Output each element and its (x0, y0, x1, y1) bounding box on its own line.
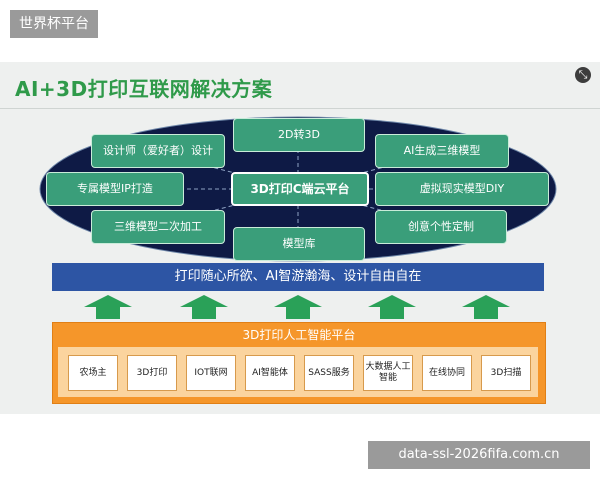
platform-items: 农场主 3D打印 IOT联网 AI智能体 SASS服务 大数据人工智能 在线协同… (58, 347, 538, 397)
domain-tag: data-ssl-2026fifa.com.cn (368, 441, 590, 469)
module-custom: 创意个性定制 (375, 210, 507, 244)
diagram-title: AI+3D打印互联网解决方案 (15, 77, 273, 101)
slogan-banner: 打印随心所欲、AI智游瀚海、设计自由自在 (52, 263, 544, 291)
title-divider (0, 108, 600, 109)
up-arrow-icon (368, 295, 416, 319)
solution-diagram: AI+3D打印互联网解决方案 ⤡ 2D转3D AI生成三维模型 设计师（爱好者）… (0, 62, 600, 414)
module-vr-diy: 虚拟现实模型DIY (375, 172, 549, 206)
site-tag: 世界杯平台 (10, 10, 98, 38)
module-ai-3d-model: AI生成三维模型 (375, 134, 509, 168)
module-2d-to-3d: 2D转3D (233, 118, 365, 152)
platform-item-3d-print: 3D打印 (127, 355, 177, 391)
platform-title: 3D打印人工智能平台 (242, 328, 356, 342)
up-arrow-icon (84, 295, 132, 319)
platform-item-farmer: 农场主 (68, 355, 118, 391)
platform-item-collab: 在线协同 (422, 355, 472, 391)
ai-platform: 3D打印人工智能平台 农场主 3D打印 IOT联网 AI智能体 SASS服务 大… (52, 322, 546, 404)
module-designer: 设计师（爱好者）设计 (91, 134, 225, 168)
center-platform: 3D打印C端云平台 (231, 172, 369, 206)
platform-item-3d-scan: 3D扫描 (481, 355, 531, 391)
platform-item-ai-agent: AI智能体 (245, 355, 295, 391)
module-secondary-processing: 三维模型二次加工 (91, 210, 225, 244)
module-ip-model: 专属模型IP打造 (46, 172, 184, 206)
platform-item-big-data: 大数据人工智能 (363, 355, 413, 391)
module-model-library: 模型库 (233, 227, 365, 261)
platform-item-sass: SASS服务 (304, 355, 354, 391)
up-arrow-icon (180, 295, 228, 319)
up-arrow-icon (462, 295, 510, 319)
up-arrow-icon (274, 295, 322, 319)
platform-item-iot: IOT联网 (186, 355, 236, 391)
expand-icon[interactable]: ⤡ (575, 67, 591, 83)
